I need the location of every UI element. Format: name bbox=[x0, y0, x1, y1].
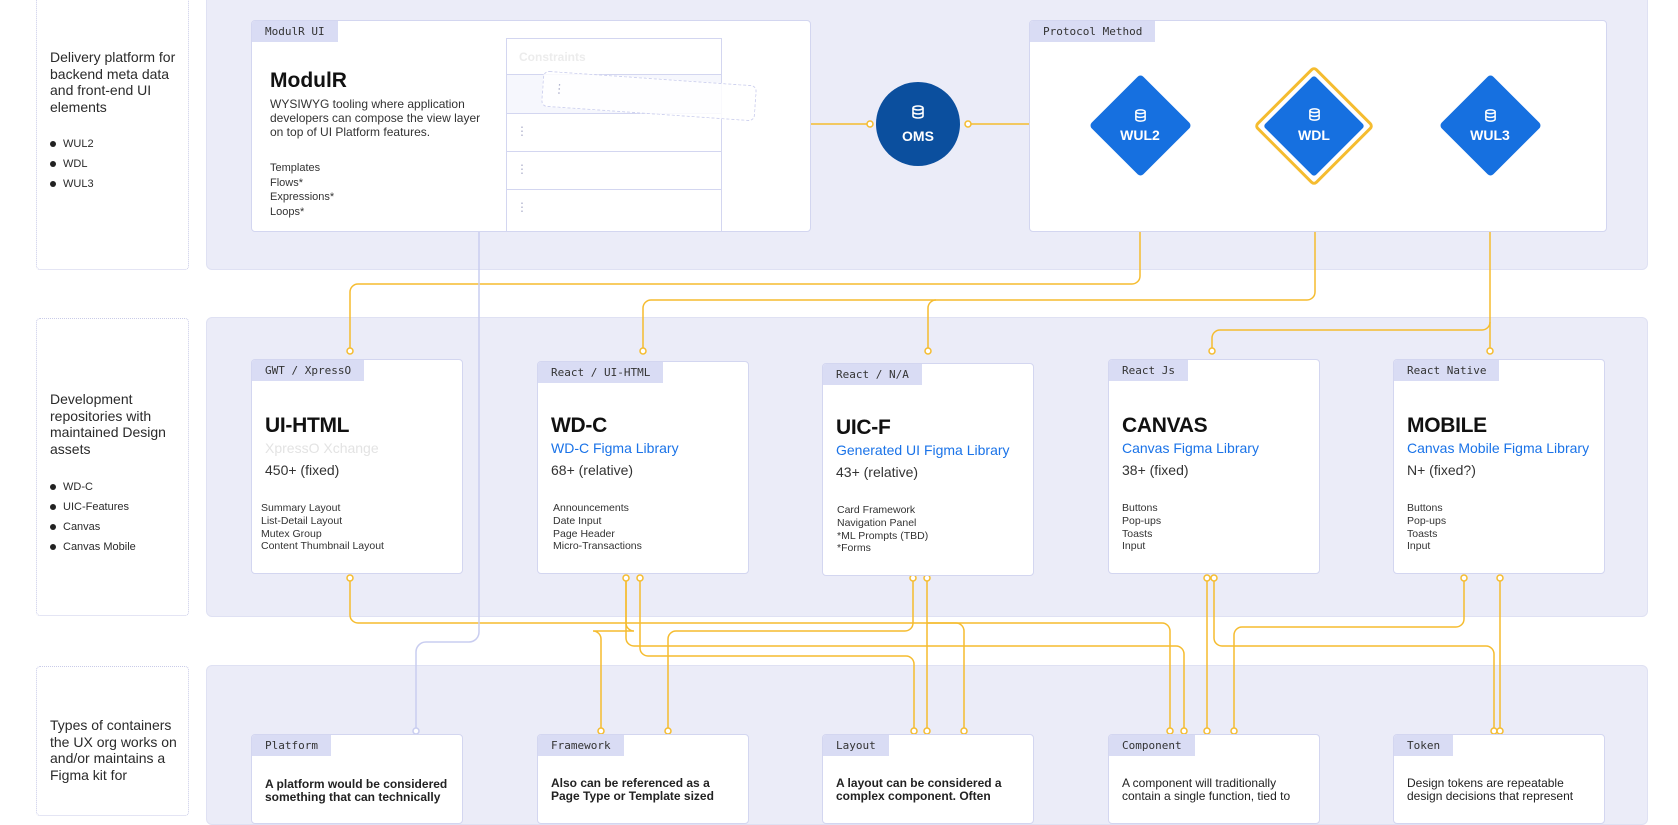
card-description: WYSIWYG tooling where application develo… bbox=[270, 97, 481, 139]
database-icon bbox=[912, 105, 924, 119]
card-title: CANVAS bbox=[1122, 414, 1208, 437]
card-description: A layout can be considered a complex com… bbox=[836, 776, 1002, 803]
feature-item: Loops* bbox=[270, 205, 305, 218]
card-count: 450+ (fixed) bbox=[265, 462, 340, 478]
container-card-layout: Layout A layout can be considered a comp… bbox=[822, 734, 1034, 824]
list-item: WUL3 bbox=[50, 174, 94, 194]
list-item: Canvas bbox=[50, 517, 136, 537]
card-library[interactable]: Canvas Mobile Figma Library bbox=[1407, 440, 1590, 456]
repo-card-uic-f: React / N/A UIC-F Generated UI Figma Lib… bbox=[822, 363, 1034, 576]
list-item: WUL2 bbox=[50, 134, 94, 154]
mock-row: ⋮ bbox=[507, 152, 721, 190]
card-tag: ModulR UI bbox=[252, 21, 338, 42]
repo-card-mobile: React Native MOBILE Canvas Mobile Figma … bbox=[1393, 359, 1605, 574]
card-description: Also can be referenced as a Page Type or… bbox=[551, 776, 714, 803]
card-tag: Layout bbox=[823, 735, 889, 756]
card-description: A component will traditionally contain a… bbox=[1122, 776, 1291, 803]
card-tag: React / UI-HTML bbox=[538, 362, 664, 383]
card-count: 68+ (relative) bbox=[551, 462, 634, 478]
oms-label: OMS bbox=[902, 128, 934, 144]
row-label-delivery: Delivery platform for backend meta data … bbox=[36, 0, 189, 270]
card-library[interactable]: WD-C Figma Library bbox=[551, 440, 679, 456]
row-label-title: Delivery platform for backend meta data … bbox=[50, 49, 176, 115]
row-label-repositories: Development repositories with maintained… bbox=[36, 318, 189, 616]
row-label-list: WUL2 WDL WUL3 bbox=[50, 134, 94, 194]
container-card-component: Component A component will traditionally… bbox=[1108, 734, 1320, 824]
row-label-list: WD-C UIC-Features Canvas Canvas Mobile bbox=[50, 477, 136, 557]
diamond-label: WDL bbox=[1298, 127, 1330, 143]
card-tag: Token bbox=[1394, 735, 1454, 756]
card-tag: Platform bbox=[252, 735, 331, 756]
card-count: 38+ (fixed) bbox=[1122, 462, 1189, 478]
list-item: UIC-Features bbox=[50, 497, 136, 517]
list-item: WD-C bbox=[50, 477, 136, 497]
card-title: UI-HTML bbox=[265, 414, 350, 437]
card-tag: GWT / XpressO bbox=[252, 360, 365, 381]
row-label-containers: Types of containers the UX org works on … bbox=[36, 666, 189, 816]
diamond-label: WUL2 bbox=[1120, 127, 1160, 143]
repo-card-canvas: React Js CANVAS Canvas Figma Library 38+… bbox=[1108, 359, 1320, 574]
card-library: XpressO Xchange bbox=[265, 440, 379, 456]
card-description: Design tokens are repeatable design deci… bbox=[1407, 776, 1574, 803]
card-title: ModulR bbox=[270, 69, 347, 92]
diamond-wul2[interactable]: WUL2 bbox=[1087, 72, 1194, 179]
card-tag: React / N/A bbox=[823, 364, 922, 385]
mock-header: Constraints bbox=[507, 39, 721, 75]
card-count: 43+ (relative) bbox=[836, 464, 919, 480]
card-title: WD-C bbox=[551, 414, 607, 437]
card-title: UIC-F bbox=[836, 416, 891, 439]
row-label-title: Development repositories with maintained… bbox=[50, 391, 166, 457]
row-label-title: Types of containers the UX org works on … bbox=[50, 717, 177, 783]
card-tag: React Native bbox=[1394, 360, 1500, 381]
feature-item: Templates bbox=[270, 162, 321, 174]
card-count: N+ (fixed?) bbox=[1407, 462, 1476, 478]
feature-list: Templates Flows* Expressions* Loops* bbox=[270, 161, 334, 219]
repo-card-ui-html: GWT / XpressO UI-HTML XpressO Xchange 45… bbox=[251, 359, 463, 574]
card-tag: Component bbox=[1109, 735, 1195, 756]
container-card-framework: Framework Also can be referenced as a Pa… bbox=[537, 734, 749, 824]
database-icon bbox=[1485, 109, 1496, 122]
card-description: A platform would be considered something… bbox=[265, 777, 448, 804]
list-item: Canvas Mobile bbox=[50, 537, 136, 557]
mock-row: ⋮ bbox=[507, 114, 721, 152]
container-card-platform: Platform A platform would be considered … bbox=[251, 734, 463, 824]
oms-node[interactable]: OMS bbox=[876, 82, 960, 166]
list-item: WDL bbox=[50, 154, 94, 174]
card-library[interactable]: Canvas Figma Library bbox=[1122, 440, 1259, 456]
repo-card-wd-c: React / UI-HTML WD-C WD-C Figma Library … bbox=[537, 361, 749, 574]
card-tag: Framework bbox=[538, 735, 624, 756]
container-card-token: Token Design tokens are repeatable desig… bbox=[1393, 734, 1605, 824]
database-icon bbox=[1135, 109, 1146, 122]
mock-canvas: Constraints ⋮ ⋮ ⋮ bbox=[506, 38, 722, 231]
diamond-wul3[interactable]: WUL3 bbox=[1437, 72, 1544, 179]
database-icon bbox=[1309, 108, 1320, 121]
card-tag: Protocol Method bbox=[1030, 21, 1156, 42]
diamond-label: WUL3 bbox=[1470, 127, 1510, 143]
card-tag: React Js bbox=[1109, 360, 1188, 381]
modulr-card: ModulR UI ModulR WYSIWYG tooling where a… bbox=[251, 20, 811, 232]
mock-row: ⋮ bbox=[516, 200, 528, 214]
card-library[interactable]: Generated UI Figma Library bbox=[836, 442, 1010, 458]
card-title: MOBILE bbox=[1407, 414, 1487, 437]
feature-item: Expressions* bbox=[270, 191, 335, 203]
diamond-wdl[interactable]: WDL bbox=[1252, 64, 1376, 188]
feature-item: Flows* bbox=[270, 176, 304, 189]
